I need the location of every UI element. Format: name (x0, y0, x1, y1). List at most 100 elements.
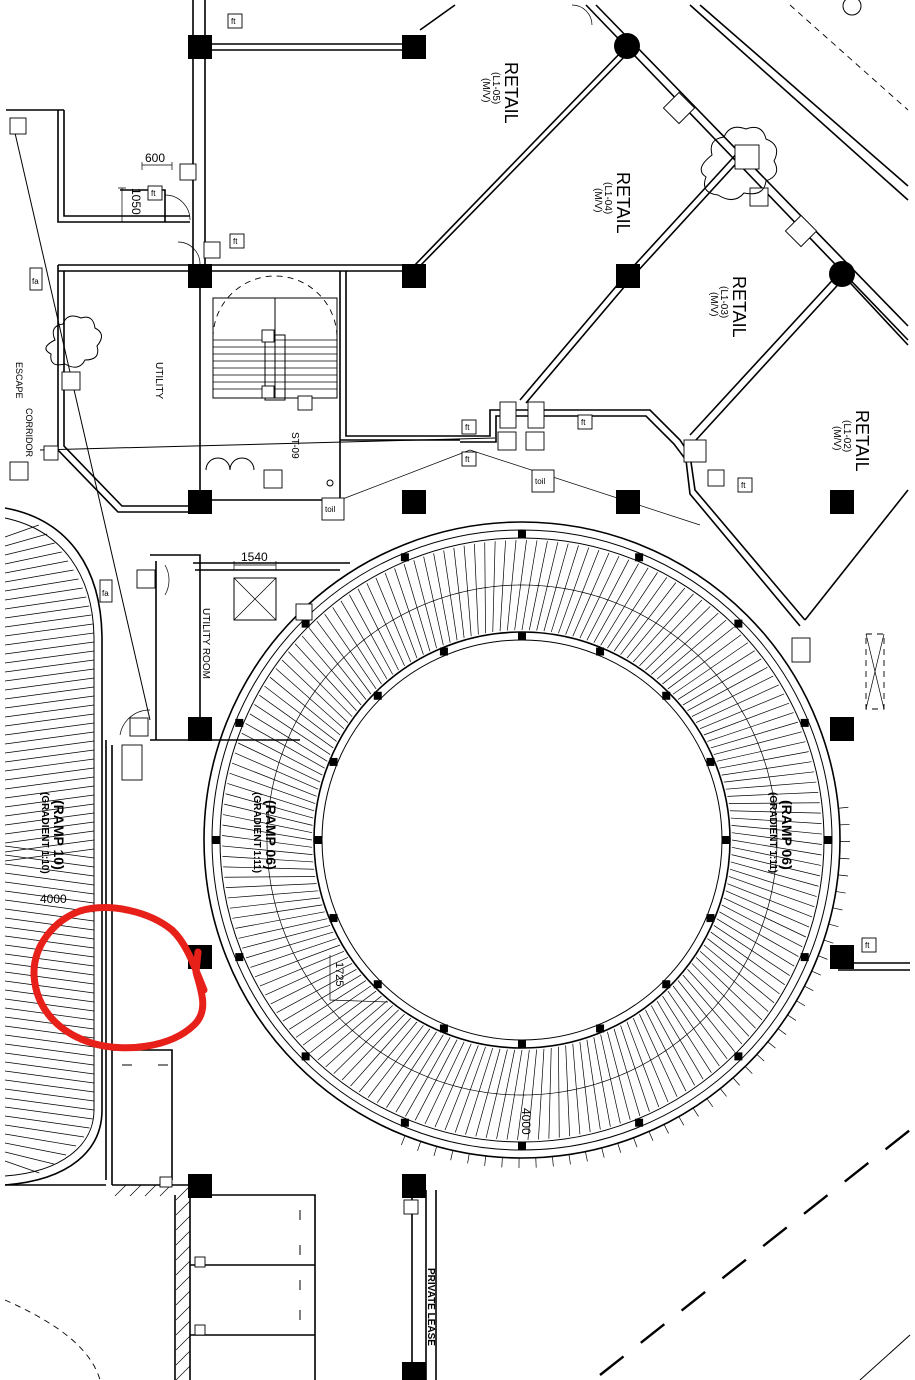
ramp-tread (358, 1021, 418, 1093)
stair-label: ST-09 (289, 432, 300, 459)
ft-symbol: ft (865, 941, 870, 950)
ramp-tread (4, 587, 83, 601)
ramp-tread (384, 572, 418, 659)
dim-600: 600 (145, 151, 165, 165)
ramp-tread (444, 1045, 479, 1131)
retail-unit: (L1-04) (602, 182, 613, 214)
ramp-labels: (RAMP 10) (GRADIENT 1:10) (RAMP 06) (GRA… (39, 792, 795, 874)
ramp-edge-tick (732, 1077, 740, 1086)
ramp-tread (723, 897, 807, 938)
parking-arc (4, 1299, 101, 1380)
stair-st-09 (205, 275, 338, 487)
ramp-tread (672, 642, 749, 695)
ramp-post (373, 691, 382, 700)
ramp-tread (4, 1142, 67, 1156)
columns (188, 0, 862, 1380)
ramp-tread (548, 1047, 552, 1139)
ramp-post (662, 691, 671, 700)
ramp-tread (4, 1097, 95, 1111)
ramp-edge-tick (648, 1131, 654, 1141)
ramp-tread (600, 567, 649, 646)
toil-symbol: toil (325, 505, 335, 514)
ramp-edge-tick (828, 923, 839, 928)
ramp-tread (484, 542, 486, 634)
ramp-tread (288, 651, 353, 717)
ramp-edge-tick (678, 1116, 685, 1126)
ramp-post (635, 553, 644, 562)
ramp-post (301, 1052, 310, 1061)
ramp-tread (536, 542, 559, 631)
ramp-tread (4, 524, 40, 538)
ramp-edge-tick (787, 1014, 797, 1021)
retail-type: (M/V) (480, 78, 491, 102)
ramp-edge-tick (756, 1054, 765, 1062)
ramp-edge-tick (838, 806, 849, 809)
ramp-tread (4, 962, 95, 976)
ramp-tread (620, 582, 677, 655)
ramp-tread (4, 695, 95, 709)
ramp-tread (725, 890, 810, 928)
ramp-tread (4, 854, 95, 868)
ramp-edge-tick (796, 1000, 806, 1007)
ramp-tread (593, 563, 639, 643)
ramp-tread (463, 545, 472, 637)
ramp-tread (316, 620, 372, 695)
ramp-tread (517, 1049, 530, 1141)
ramp-edge-tick (501, 1157, 503, 1168)
ramp-tread (4, 758, 95, 772)
ramp-post (329, 914, 338, 923)
ramp-tread (4, 569, 74, 583)
ramp-tread (227, 890, 319, 899)
ramp-tread (231, 762, 317, 797)
ramp-tread (4, 1070, 95, 1084)
ramp-tread (341, 1013, 405, 1081)
ramp-tread (667, 990, 720, 1067)
ramp-tread (550, 545, 579, 633)
ramp-tread (707, 712, 794, 742)
ramp-tread (223, 814, 313, 834)
ramp-tread (232, 904, 323, 919)
ramp-tread (281, 659, 349, 723)
ramp-tread (607, 572, 658, 649)
ramp-post (439, 647, 448, 656)
ramp-tread (325, 1005, 393, 1068)
ramp-tread (222, 845, 313, 855)
boundary-line (599, 1129, 911, 1376)
retail-label: RETAIL (501, 62, 521, 124)
ramp-tread (229, 897, 321, 909)
ramp-tread (4, 890, 95, 904)
ramp-tread (289, 980, 367, 1030)
ramp-post (518, 1040, 526, 1048)
ramp-tread (424, 1041, 465, 1125)
ramp-tread (4, 659, 95, 673)
ramp-tread (4, 863, 95, 877)
ramp-tread (414, 1039, 458, 1121)
ramp-tread (227, 783, 315, 812)
ramp-tread (4, 596, 87, 610)
ramp-post (706, 914, 715, 923)
ramp-tread (713, 925, 790, 976)
ramp-tread (475, 1048, 501, 1137)
ramp-tread (357, 588, 399, 671)
ramp-10-name: (RAMP 10) (51, 800, 67, 870)
ramp-tread (721, 904, 803, 948)
retail-type: (M/V) (592, 188, 603, 212)
ramp-tread (453, 547, 465, 639)
ramp-tread (224, 876, 316, 878)
ramp-tread (4, 953, 95, 967)
ramp-edge-tick (767, 1041, 776, 1049)
ramp-tread (4, 632, 94, 646)
dim-1540: 1540 (241, 550, 268, 564)
ramp-tread (4, 944, 95, 958)
ramp-tread (4, 1034, 95, 1048)
ramp-tread (731, 854, 820, 877)
dim-1725: 1725 (333, 962, 345, 986)
ramp-tread (667, 634, 742, 690)
ramp-tread (4, 971, 95, 985)
ramp-tread (270, 963, 353, 1005)
ramp-tread (4, 1052, 95, 1066)
ramp-tread (4, 812, 95, 826)
ramp-tread (259, 950, 345, 987)
ramp-tread (4, 1106, 93, 1120)
ramp-tread (413, 560, 437, 649)
